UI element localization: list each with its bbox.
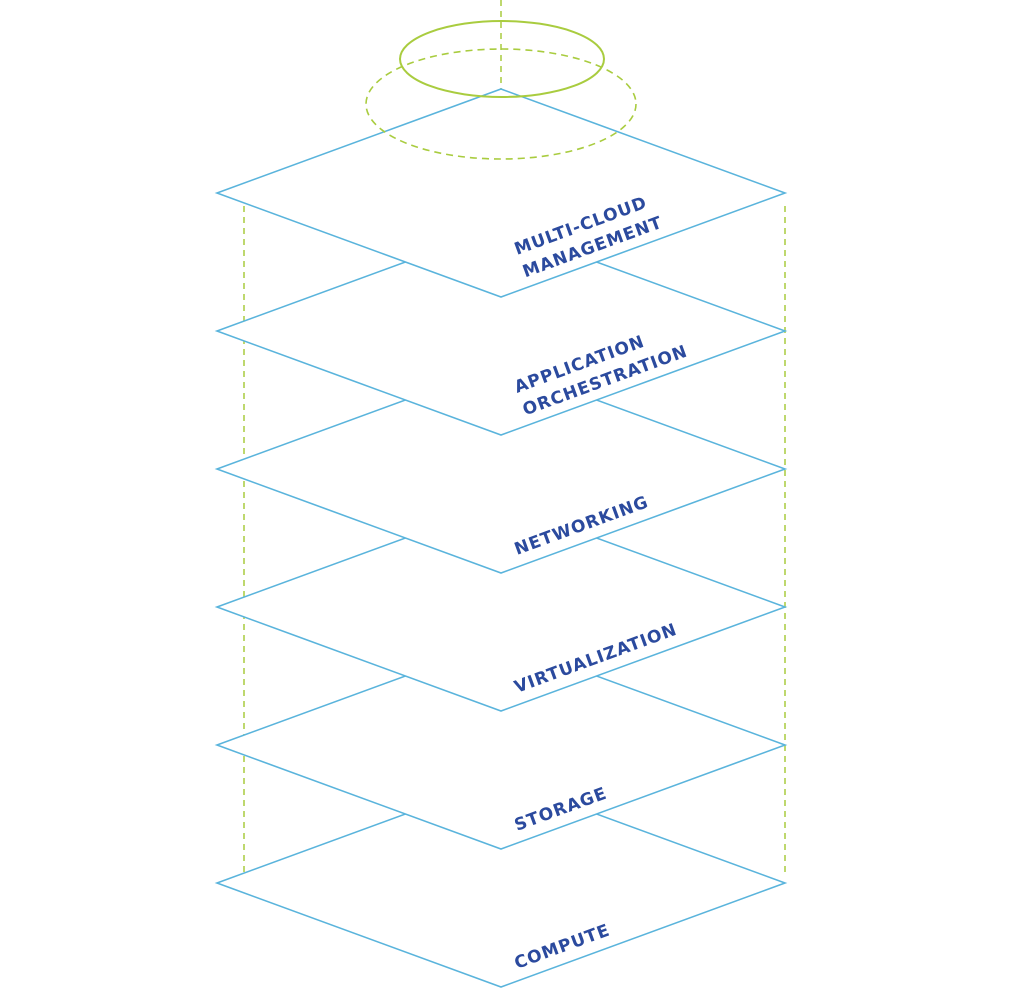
layer-diamond (214, 640, 788, 850)
layer-diamond (214, 226, 788, 436)
layer-plane-4 (214, 502, 788, 712)
layer-diamond (214, 778, 788, 988)
layer-plane-2 (214, 226, 788, 436)
outer-ring-icon (365, 48, 637, 160)
layer-diamond (214, 364, 788, 574)
layer-diamond (214, 88, 788, 298)
layer-planes (214, 88, 788, 988)
layer-plane-3 (214, 364, 788, 574)
layer-plane-6 (214, 778, 788, 988)
layer-plane-1 (214, 88, 788, 298)
guide-lines (243, 0, 786, 987)
top-rings (365, 20, 637, 160)
layer-plane-5 (214, 640, 788, 850)
inner-ring-icon (399, 20, 605, 98)
layer-diamond (214, 502, 788, 712)
